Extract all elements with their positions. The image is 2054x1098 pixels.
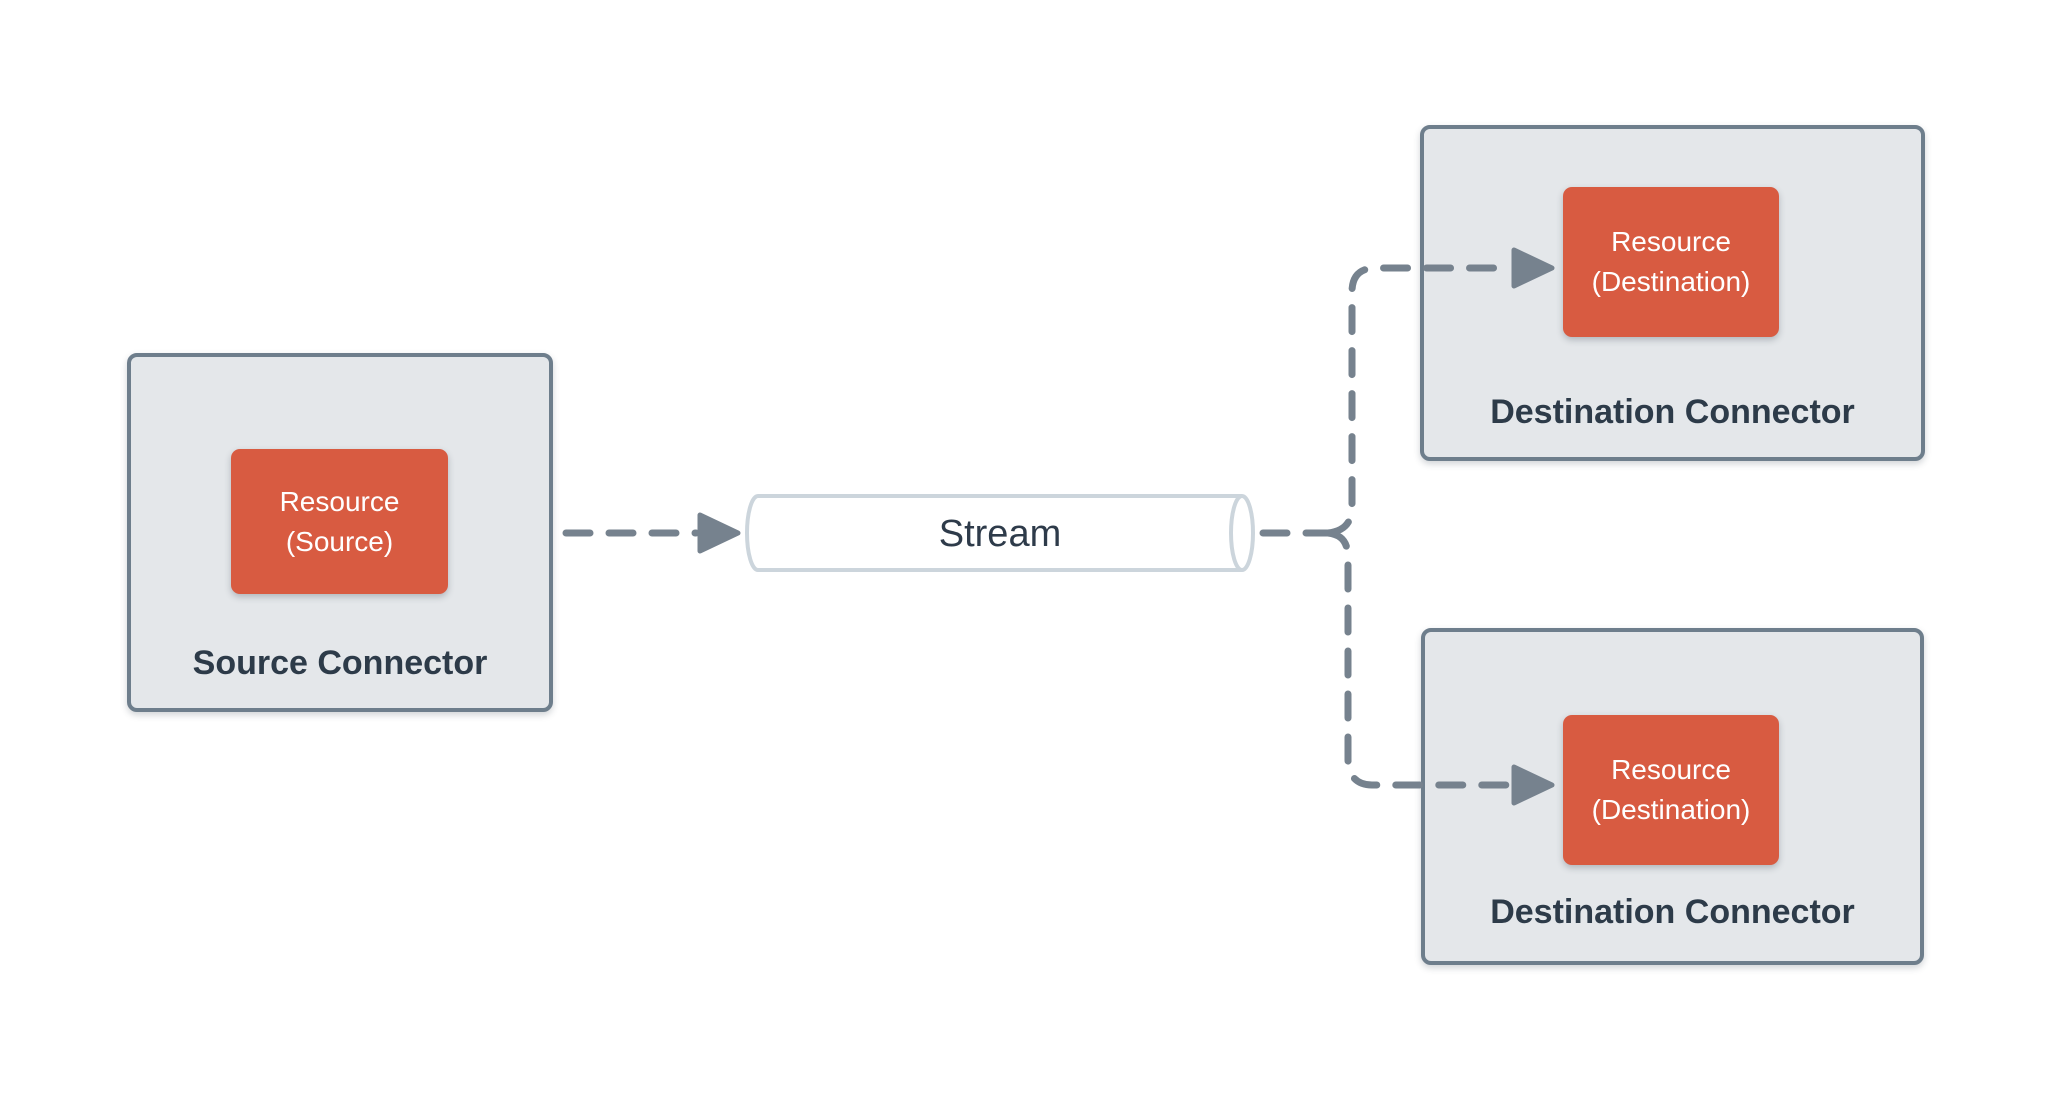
destination-connector-bottom-label: Destination Connector (1490, 893, 1855, 931)
resource-source-line2: (Source) (285, 525, 394, 557)
destination-connector-top-label: Destination Connector (1490, 393, 1855, 431)
destination-connector-top-node: Resource (Destination) Destination Conne… (1420, 125, 1925, 461)
resource-destination-bottom-line2: (Destination) (1591, 794, 1751, 825)
resource-destination-bottom-line1: Resource (1611, 754, 1731, 785)
source-connector-node: Resource (Source) Source Connector (127, 353, 553, 712)
resource-destination-top-line1: Resource (1611, 226, 1731, 257)
stream-label: Stream (938, 513, 1062, 555)
resource-source-line1: Resource (279, 485, 400, 517)
resource-destination-bottom-node: Resource (Destination) (1563, 715, 1779, 865)
destination-connector-bottom-node: Resource (Destination) Destination Conne… (1421, 628, 1924, 965)
resource-source-node: Resource (Source) (231, 449, 448, 594)
resource-destination-top-line2: (Destination) (1591, 266, 1751, 297)
source-to-stream-arrowhead-icon (697, 512, 741, 554)
source-connector-label: Source Connector (192, 644, 488, 682)
resource-destination-top-node: Resource (Destination) (1563, 187, 1779, 337)
